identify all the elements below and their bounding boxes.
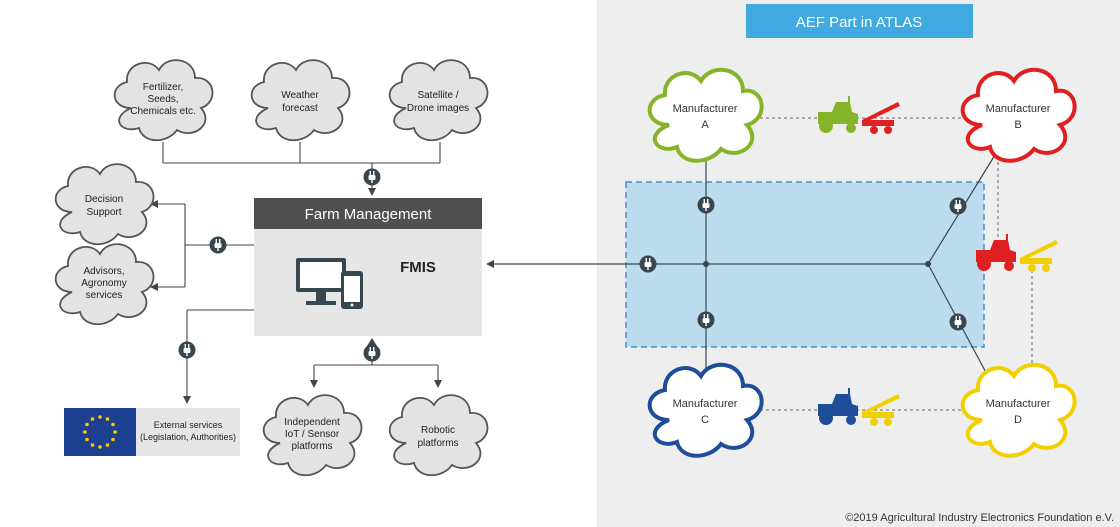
svg-text:Seeds,: Seeds, — [147, 94, 178, 105]
svg-text:D: D — [1014, 414, 1022, 426]
satellite-cloud: Satellite / Drone images — [388, 59, 489, 142]
eu-star-icon — [85, 422, 89, 427]
svg-text:platforms: platforms — [417, 438, 458, 449]
eu-star-icon — [85, 437, 89, 442]
junction-dot-left — [703, 261, 709, 267]
decision-support-cloud: Decision Support — [54, 163, 155, 246]
svg-text:services: services — [86, 290, 123, 301]
copyright-text: ©2019 Agricultural Industry Electronics … — [845, 512, 1114, 524]
advisors-cloud: Advisors, Agronomy services — [54, 243, 155, 326]
plug-icon — [639, 255, 657, 273]
eu-star-icon — [111, 437, 115, 442]
atlas-title-bar — [746, 4, 973, 38]
svg-text:Weather: Weather — [281, 90, 319, 101]
eu-star-icon — [90, 417, 95, 421]
atlas-title: AEF Part in ATLAS — [796, 14, 922, 31]
svg-text:forecast: forecast — [282, 103, 318, 114]
manufacturer-a-cloud: Manufacturer A — [647, 67, 764, 163]
plug-icon — [697, 196, 715, 214]
manufacturer-dashed-links — [760, 117, 1033, 411]
eu-star-icon — [105, 417, 110, 421]
eu-star-icon — [90, 443, 95, 447]
manufacturer-d-cloud: Manufacturer D — [960, 362, 1077, 458]
eu-star-icon — [98, 445, 102, 449]
eu-star-icon — [105, 443, 110, 447]
svg-text:IoT / Sensor: IoT / Sensor — [285, 429, 340, 440]
fertilizer-cloud: Fertilizer, Seeds, Chemicals etc. — [113, 59, 214, 142]
svg-text:Manufacturer: Manufacturer — [673, 103, 738, 115]
svg-text:Support: Support — [86, 207, 121, 218]
svg-text:Advisors,: Advisors, — [83, 266, 124, 277]
eu-star-icon — [113, 430, 117, 434]
fmis-up-arrow — [367, 338, 377, 346]
plug-icon — [209, 236, 227, 254]
weather-cloud: Weather forecast — [250, 59, 351, 142]
smartphone-icon — [341, 271, 363, 309]
plug-icon — [363, 168, 381, 186]
plug-icon — [949, 197, 967, 215]
manufacturer-c-cloud: Manufacturer C — [647, 362, 764, 458]
svg-text:platforms: platforms — [291, 441, 332, 452]
svg-text:C: C — [701, 414, 709, 426]
svg-text:A: A — [701, 119, 709, 131]
svg-text:Fertilizer,: Fertilizer, — [143, 82, 184, 93]
junction-dot-right — [925, 261, 931, 267]
svg-text:Agronomy: Agronomy — [81, 278, 127, 289]
external-services-line-1: External services — [154, 420, 223, 430]
eu-star-icon — [111, 422, 115, 427]
svg-text:Decision: Decision — [85, 194, 123, 205]
svg-text:Satellite /: Satellite / — [417, 90, 458, 101]
farm-management-title: Farm Management — [305, 206, 433, 223]
iot-sensor-cloud: Independent IoT / Sensor platforms — [262, 394, 363, 477]
plug-icon — [949, 313, 967, 331]
fmis-label: FMIS — [400, 259, 436, 276]
svg-text:Manufacturer: Manufacturer — [673, 398, 738, 410]
external-services-line-2: (Legislation, Authorities) — [140, 432, 236, 442]
eu-stars — [83, 415, 117, 449]
svg-text:Chemicals etc.: Chemicals etc. — [130, 106, 196, 117]
svg-text:Manufacturer: Manufacturer — [986, 398, 1051, 410]
plug-icon — [363, 344, 381, 362]
svg-text:Drone images: Drone images — [407, 103, 469, 114]
svg-text:B: B — [1014, 119, 1021, 131]
plug-icon — [178, 341, 196, 359]
svg-text:Robotic: Robotic — [421, 425, 455, 436]
farm-management-header — [254, 198, 482, 229]
eu-star-icon — [83, 430, 87, 434]
robotic-platforms-cloud: Robotic platforms — [388, 394, 489, 477]
manufacturer-b-cloud: Manufacturer B — [960, 67, 1077, 163]
svg-text:Independent: Independent — [284, 417, 340, 428]
computer-monitor-icon — [296, 258, 346, 305]
eu-star-icon — [98, 415, 102, 419]
svg-text:Manufacturer: Manufacturer — [986, 103, 1051, 115]
plug-icon — [697, 311, 715, 329]
